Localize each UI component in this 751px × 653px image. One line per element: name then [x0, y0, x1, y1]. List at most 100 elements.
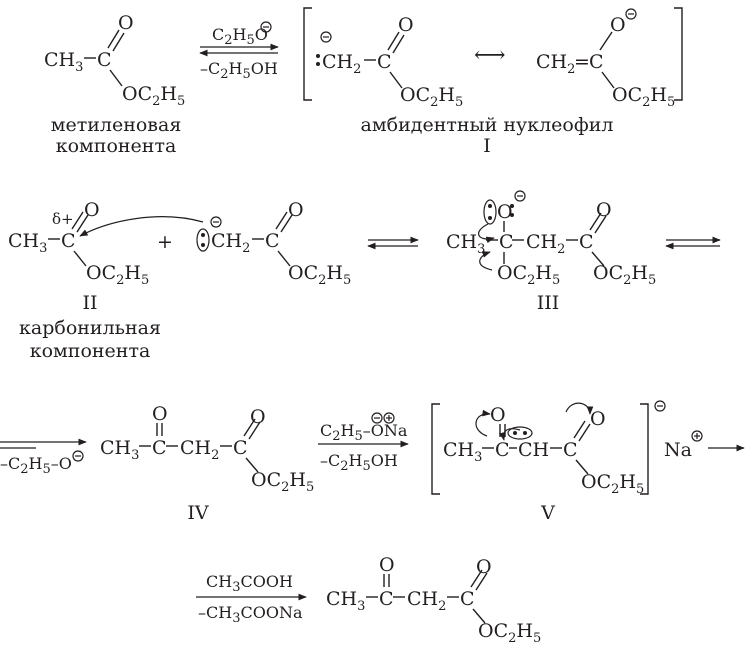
ester-carbon: C	[233, 437, 248, 459]
ch2-group: CH2	[211, 230, 250, 256]
ch3-group: CH3	[446, 231, 485, 257]
double-bond-line	[594, 215, 607, 234]
carbonyl-oxygen: O	[118, 12, 134, 34]
electron-shift-arrow	[498, 428, 521, 441]
electron-shift-arrow	[475, 409, 491, 437]
deprotonation-arrow: C2H5–ONa –C2H5OH	[318, 412, 409, 474]
equilibrium-arrow-2	[367, 236, 419, 250]
single-bond	[277, 250, 291, 267]
ester-carbon: C	[579, 231, 594, 253]
acetoacetic-ester-formula: CH3 C O CH2 C O OC2H5	[100, 403, 314, 495]
arrow-label-bottom: –C2H5OH	[200, 59, 278, 82]
ch2-group: CH2	[180, 437, 219, 463]
tetrahedral-carbon: C	[499, 231, 514, 253]
keto-carbon: C	[379, 588, 394, 610]
ethoxy-group: OC2H5	[581, 471, 644, 497]
arrow-label-bottom: –C2H5–O	[0, 454, 72, 477]
equilibrium-arrow-3	[665, 236, 721, 250]
alkoxide-oxygen: O	[497, 201, 513, 223]
carbonyl-oxygen: O	[288, 199, 304, 221]
lone-pair-dot	[316, 54, 320, 58]
resonance-arrow: ⟷	[474, 43, 506, 68]
double-bond-line	[112, 32, 125, 52]
caption-ambident: амбидентный нуклеофил	[361, 114, 614, 136]
ethoxy-group: OC2H5	[593, 262, 656, 288]
lone-pair-dot	[488, 204, 492, 208]
keto-carbon: C	[152, 437, 167, 459]
double-bond-line	[243, 418, 256, 437]
negative-charge-icon	[210, 216, 222, 228]
double-bond-line	[107, 29, 120, 49]
methylene-component-formula: CH3 C O OC2H5	[44, 12, 185, 109]
electron-pair-circle	[507, 426, 533, 440]
arrow-label-top: C2H5O	[212, 25, 268, 48]
right-square-bracket	[640, 403, 649, 495]
positive-charge-icon	[383, 412, 395, 424]
double-bond-line	[475, 572, 488, 591]
ester-carbon: C	[563, 439, 578, 461]
lone-pair-dot	[510, 213, 514, 217]
single-bond	[245, 457, 259, 473]
carbonyl-carbon: C	[265, 230, 280, 252]
single-bond	[591, 251, 605, 267]
ethoxy-group: OC2H5	[400, 84, 463, 110]
carbonyl-carbon: C	[61, 230, 76, 252]
negative-charge-icon	[514, 190, 526, 202]
arrow-label-bottom: –C2H5OH	[320, 451, 398, 474]
ethoxy-group: OC2H5	[122, 83, 185, 109]
ch3-group: CH3	[44, 49, 83, 75]
enolate-carbon: C	[589, 51, 604, 73]
carbonyl-carbon: C	[377, 51, 392, 73]
electron-shift-arrow	[565, 402, 594, 415]
ch2-group: CH2	[526, 231, 565, 257]
lone-pair-dot	[510, 204, 514, 208]
single-bond	[601, 71, 615, 89]
carbonyl-oxygen: O	[398, 14, 414, 36]
ethoxy-group: OC2H5	[478, 620, 541, 646]
leaving-ethoxy-group: OC2H5	[497, 262, 560, 288]
compound-numeral-i: I	[483, 135, 491, 157]
leaving-group-arrow	[479, 251, 493, 271]
lone-pair-dot	[201, 233, 205, 237]
ester-oxygen: O	[476, 556, 492, 578]
left-square-bracket	[303, 7, 312, 101]
single-bond	[472, 608, 486, 624]
equilibrium-arrow-4: –C2H5–O	[0, 438, 87, 477]
ch2-group: CH2	[322, 51, 361, 77]
ester-oxygen: O	[250, 406, 266, 428]
ethoxy-group: OC2H5	[86, 262, 149, 288]
ethoxy-group: OC2H5	[288, 262, 351, 288]
negative-charge-icon	[72, 450, 84, 462]
single-bond	[109, 69, 123, 87]
lone-pair-dot	[201, 243, 205, 247]
attack-arrow	[79, 216, 204, 237]
caption-carbonyl-2: компонента	[30, 340, 151, 362]
compound-numeral-iv: IV	[187, 502, 209, 524]
double-bond-line	[280, 214, 293, 233]
caption-carbonyl-1: карбонильная	[19, 317, 161, 339]
ester-carbon: C	[460, 588, 475, 610]
ester-oxygen: O	[590, 408, 606, 430]
left-square-bracket	[431, 403, 440, 495]
enolate-carbon: C	[495, 439, 510, 461]
enolate-formula: CH2 = C O OC2H5	[536, 8, 675, 110]
double-bond-line	[387, 31, 400, 51]
carbonyl-oxygen: O	[84, 199, 100, 221]
ch3-group: CH3	[443, 439, 482, 465]
carbonyl-component-formula: δ+ CH3 C O OC2H5	[8, 199, 149, 288]
double-bond-line	[71, 211, 84, 230]
ch3-group: CH3	[8, 230, 47, 256]
keto-oxygen: O	[490, 404, 506, 426]
caption-methylene-2: компонента	[56, 135, 177, 157]
ch-group: CH	[518, 439, 549, 461]
carbanion-formula: CH2 C O OC2H5	[316, 14, 463, 110]
positive-charge-icon	[691, 430, 703, 442]
delocalized-anion-formula: O CH3 C CH C O OC2H5	[443, 402, 644, 497]
negative-charge-icon	[371, 412, 383, 424]
ch2-group: CH2	[407, 588, 446, 614]
final-product-formula: CH3 C O CH2 C O OC2H5	[326, 554, 541, 646]
double-bond-line	[275, 211, 288, 230]
lone-pair-dot	[316, 62, 320, 66]
negative-charge-icon	[260, 21, 272, 33]
electron-pair-circle	[483, 199, 497, 225]
